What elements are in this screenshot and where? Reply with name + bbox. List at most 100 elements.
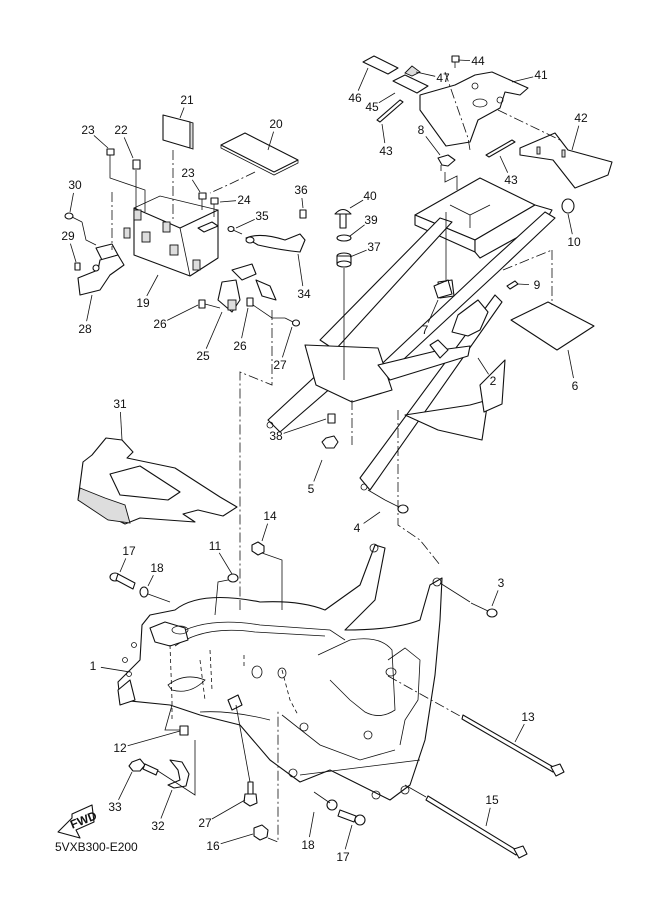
callout-11-cap[interactable]: 11: [209, 539, 222, 553]
callout-28-bracket[interactable]: 28: [78, 322, 92, 336]
part-8-damper[interactable]: [437, 154, 456, 171]
callout-27-bolt[interactable]: 27: [198, 816, 212, 830]
part-20-pad[interactable]: [220, 132, 299, 176]
callout-10-cap[interactable]: 10: [567, 235, 581, 249]
callout-47-label[interactable]: 47: [436, 71, 450, 85]
callout-41-bracket[interactable]: 41: [534, 68, 548, 82]
part-37-damper[interactable]: [336, 252, 352, 268]
part-25-bracket[interactable]: [217, 263, 257, 313]
callout-7-bracket[interactable]: 7: [422, 323, 429, 337]
part-16-nut[interactable]: [253, 824, 269, 841]
part-23-bolt-a[interactable]: [106, 148, 115, 165]
callout-25-bracket[interactable]: 25: [196, 349, 210, 363]
callout-24-bolt[interactable]: 24: [237, 193, 251, 207]
part-6-plate[interactable]: [510, 301, 595, 351]
part-23-bolt-b[interactable]: [198, 192, 207, 210]
part-26-nut-a[interactable]: [198, 299, 206, 309]
callout-23-bolt[interactable]: 23: [81, 123, 95, 137]
part-47-label[interactable]: [404, 65, 421, 77]
callout-27-bolt[interactable]: 27: [273, 358, 287, 372]
part-7-bracket[interactable]: [433, 279, 453, 299]
callout-39-washer[interactable]: 39: [364, 213, 378, 227]
part-46-label[interactable]: [362, 55, 399, 75]
part-35-bolt[interactable]: [227, 225, 243, 235]
part-19-battery-box[interactable]: [123, 195, 219, 277]
callout-22-nut[interactable]: 22: [114, 123, 128, 137]
part-22-nut[interactable]: [132, 159, 141, 170]
part-32-bracket[interactable]: [167, 759, 190, 789]
part-44-bolt[interactable]: [451, 55, 460, 68]
part-1-main-frame[interactable]: [117, 543, 443, 801]
part-4-bolt[interactable]: [384, 499, 409, 514]
part-43-strip-b[interactable]: [485, 139, 516, 158]
callout-43-damper-strip[interactable]: 43: [379, 144, 393, 158]
callout-45-label[interactable]: 45: [365, 100, 379, 114]
callout-30-bolt[interactable]: 30: [68, 178, 82, 192]
part-2-rear-frame[interactable]: [266, 177, 556, 491]
part-3-bolt[interactable]: [470, 602, 498, 618]
part-40-bolt[interactable]: [334, 208, 352, 229]
part-41-bracket[interactable]: [419, 71, 529, 147]
callout-31-cover[interactable]: 31: [113, 397, 127, 411]
callout-20-pad[interactable]: 20: [269, 117, 283, 131]
callout-42-guard[interactable]: 42: [574, 111, 588, 125]
callout-17-bolt[interactable]: 17: [122, 544, 136, 558]
part-27-bolt-b[interactable]: [243, 781, 258, 807]
callout-17-bolt[interactable]: 17: [336, 850, 350, 864]
part-42-guard[interactable]: [519, 132, 613, 189]
callout-36-nut[interactable]: 36: [294, 183, 308, 197]
part-13-long-bolt[interactable]: [461, 714, 565, 777]
callout-43-damper-strip[interactable]: 43: [504, 173, 518, 187]
callout-6-plate[interactable]: 6: [572, 379, 579, 393]
part-11-cap[interactable]: [227, 573, 239, 583]
part-5-nut[interactable]: [321, 435, 339, 449]
callout-18-washer[interactable]: 18: [150, 561, 164, 575]
part-38-collar[interactable]: [327, 413, 336, 424]
callout-23-bolt[interactable]: 23: [181, 166, 195, 180]
part-27-bolt-a[interactable]: [284, 317, 301, 327]
callout-37-damper[interactable]: 37: [367, 240, 381, 254]
part-43-strip-a[interactable]: [376, 99, 404, 123]
part-21-label-sticker[interactable]: [162, 114, 194, 150]
callout-14-nut[interactable]: 14: [263, 509, 277, 523]
callout-35-bolt[interactable]: 35: [255, 209, 269, 223]
callout-19-battery-box[interactable]: 19: [136, 296, 150, 310]
part-17-bolt-b[interactable]: [337, 809, 366, 826]
part-15-long-bolt[interactable]: [425, 795, 528, 859]
part-10-cap[interactable]: [561, 198, 575, 214]
callout-26-nut[interactable]: 26: [153, 317, 167, 331]
callout-46-label[interactable]: 46: [348, 91, 362, 105]
part-28-bracket[interactable]: [77, 243, 125, 296]
callout-1-frame-main[interactable]: 1: [90, 659, 97, 673]
callout-16-nut[interactable]: 16: [206, 839, 220, 853]
callout-26-nut[interactable]: 26: [233, 339, 247, 353]
part-33-bolt[interactable]: [128, 758, 159, 776]
part-36-nut[interactable]: [299, 209, 307, 219]
callout-5-nut[interactable]: 5: [308, 482, 315, 496]
part-18-washer-a[interactable]: [139, 586, 149, 598]
callout-38-collar[interactable]: 38: [269, 429, 283, 443]
part-9-pin[interactable]: [506, 280, 519, 290]
part-12-clip[interactable]: [179, 725, 189, 736]
callout-40-bolt[interactable]: 40: [363, 189, 377, 203]
part-24-bolt[interactable]: [210, 197, 219, 217]
callout-34-stay[interactable]: 34: [297, 287, 311, 301]
callout-29-nut[interactable]: 29: [61, 229, 75, 243]
callout-18-washer[interactable]: 18: [301, 838, 315, 852]
callout-32-bracket[interactable]: 32: [151, 819, 165, 833]
part-39-washer[interactable]: [336, 234, 352, 242]
part-31-cover[interactable]: [77, 437, 238, 525]
part-26-nut-b[interactable]: [246, 297, 254, 307]
part-14-nut[interactable]: [251, 541, 265, 556]
part-34-stay[interactable]: [245, 233, 306, 253]
callout-12-clip[interactable]: 12: [113, 741, 127, 755]
part-17-bolt-a[interactable]: [109, 572, 136, 590]
part-30-bolt[interactable]: [64, 212, 83, 223]
callout-3-bolt[interactable]: 3: [498, 576, 505, 590]
callout-9-pin[interactable]: 9: [534, 278, 541, 292]
callout-2-rear-frame[interactable]: 2: [490, 374, 497, 388]
callout-21-label[interactable]: 21: [180, 93, 194, 107]
callout-33-bolt[interactable]: 33: [108, 800, 122, 814]
callout-44-bolt[interactable]: 44: [471, 54, 485, 68]
part-45-label[interactable]: [392, 74, 429, 94]
